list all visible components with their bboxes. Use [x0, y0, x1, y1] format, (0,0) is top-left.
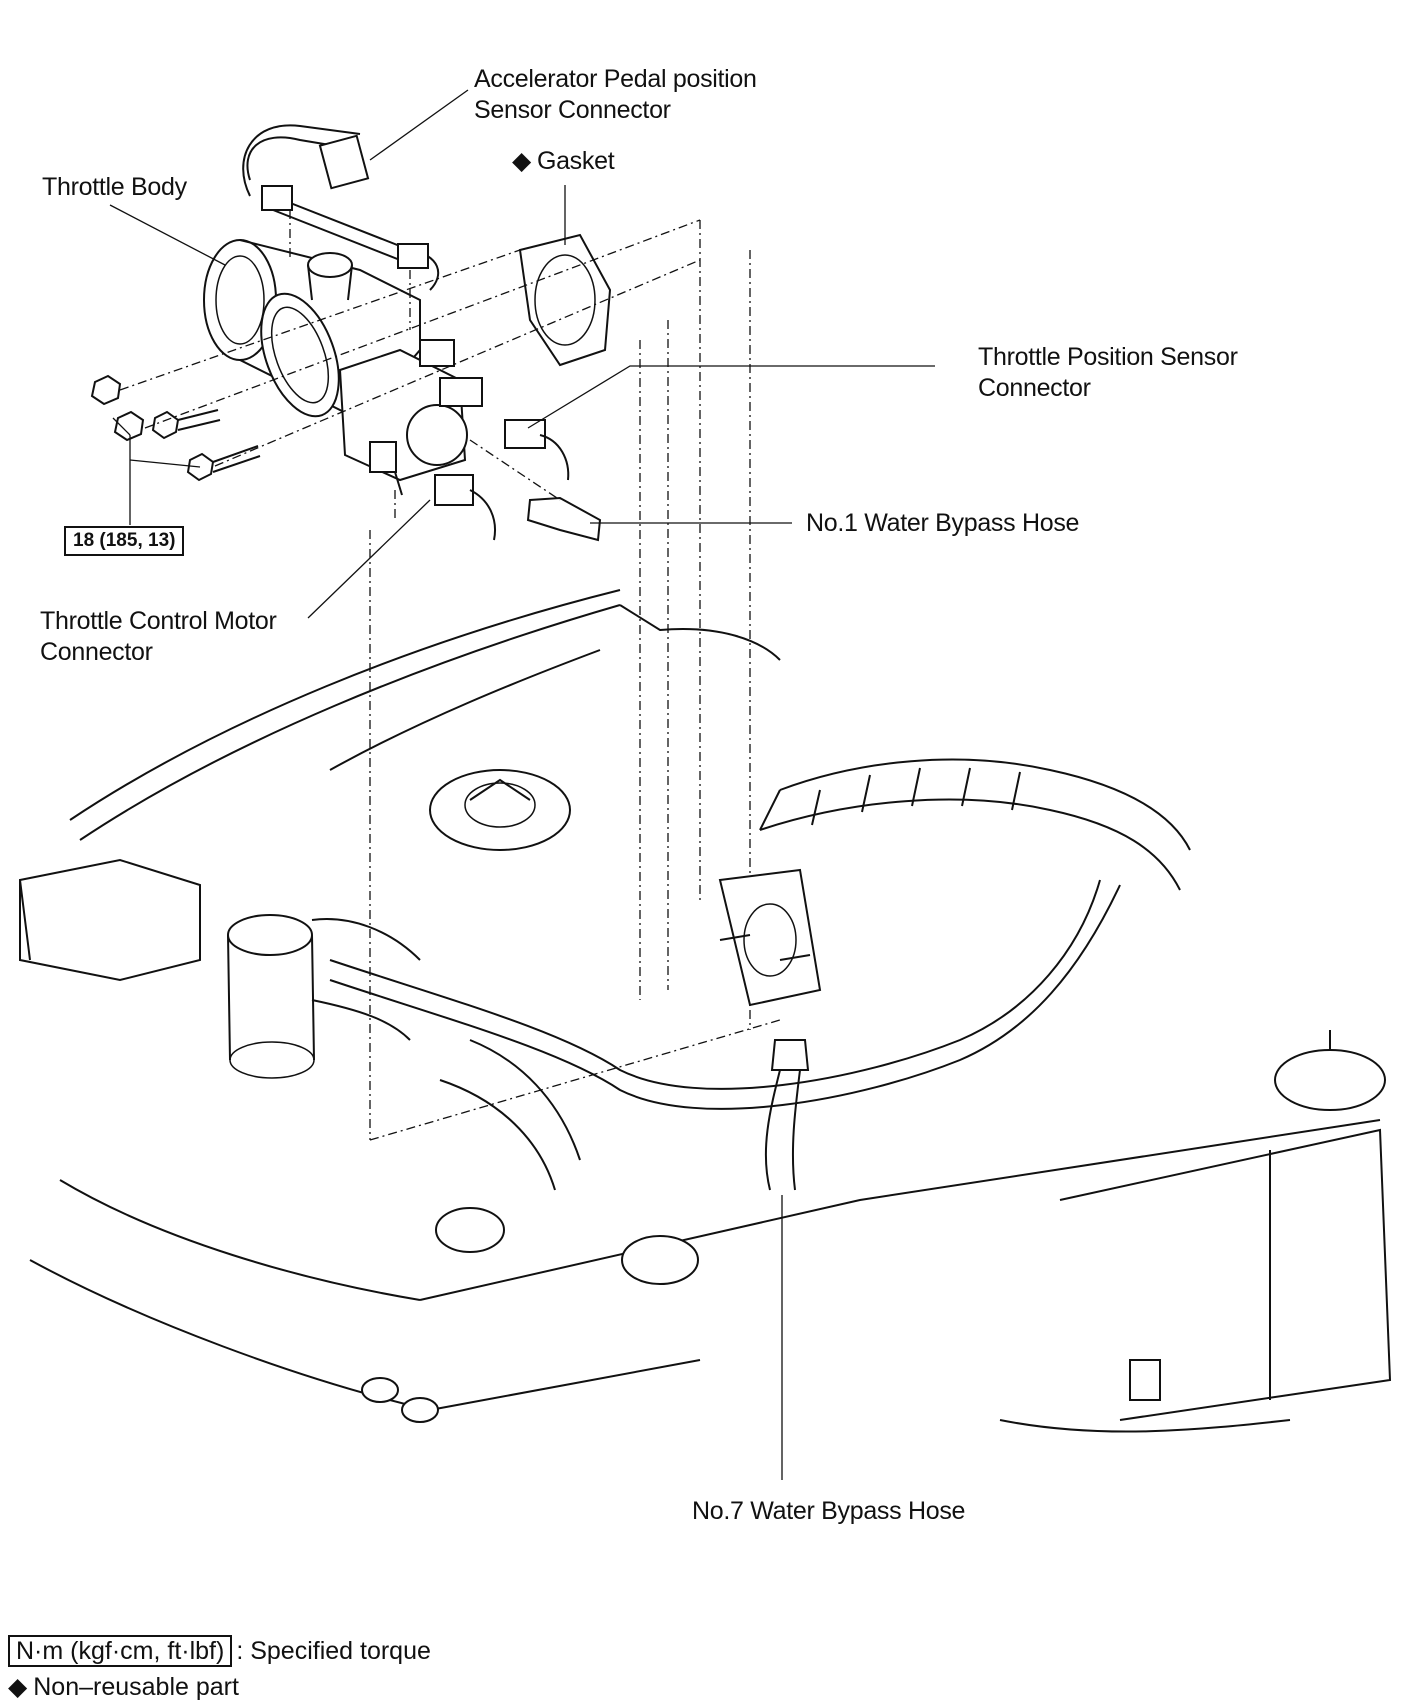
gasket-drawing — [518, 233, 612, 367]
water-hose-7-label: No.7 Water Bypass Hose — [692, 1497, 966, 1525]
torque-value-box: 18 (185, 13) — [64, 526, 185, 556]
nonreusable-diamond-icon: ◆ — [512, 147, 531, 175]
engine-bay-drawing — [19, 589, 1392, 1433]
water-hose-1-label: No.1 Water Bypass Hose — [806, 509, 1080, 537]
torque-legend: N·m (kgf·cm, ft·lbf): Specified torque — [8, 1635, 431, 1667]
nonreusable-legend-text: Non–reusable part — [33, 1673, 239, 1701]
throttle-motor-connector-label: Throttle Control Motor Connector — [40, 607, 277, 666]
tps-connector-label: Throttle Position Sensor Connector — [978, 343, 1238, 402]
gasket-text: Gasket — [536, 147, 615, 175]
nonreusable-legend: ◆Non–reusable part — [8, 1672, 239, 1702]
torque-legend-text: : Specified torque — [236, 1637, 431, 1665]
accelerator-connector-label: Accelerator Pedal position Sensor Connec… — [474, 65, 757, 124]
gasket-label: ◆Gasket — [512, 146, 615, 177]
throttle-body-drawing — [90, 124, 483, 496]
tps-connector-drawing — [434, 419, 602, 542]
throttle-body-label: Throttle Body — [42, 173, 187, 201]
torque-unit-box: N·m (kgf·cm, ft·lbf) — [8, 1635, 233, 1667]
nonreusable-legend-diamond-icon: ◆ — [8, 1673, 28, 1701]
leader-lines — [109, 89, 935, 1480]
